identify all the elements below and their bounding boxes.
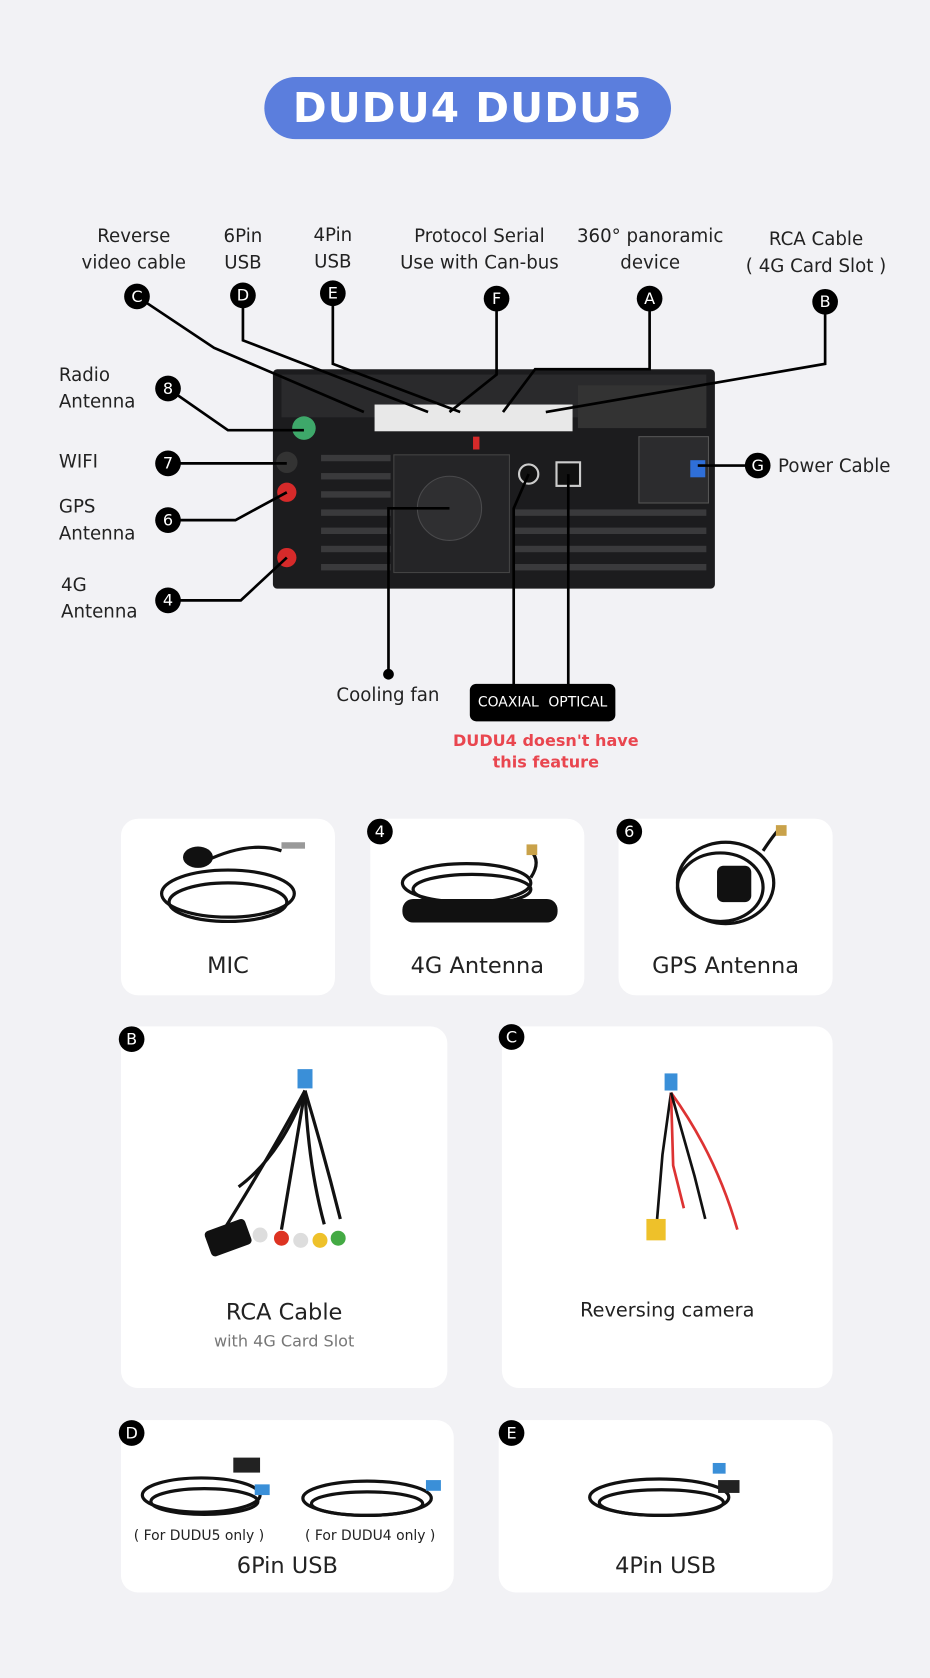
6pin-usb-image (140, 1457, 441, 1518)
label-line: GPS (58, 496, 96, 518)
label-line: 6Pin (223, 225, 263, 248)
label-line: Antenna (58, 391, 136, 414)
label-line: Reverse (97, 225, 171, 248)
audio-output-box: COAXIAL OPTICAL (469, 683, 616, 722)
4pin-usb-image (588, 1462, 740, 1518)
title-banner: DUDU4 DUDU5 (264, 77, 672, 140)
marker-b: B (812, 288, 838, 315)
label-line: 4Pin (313, 224, 353, 247)
card-6pin-usb: ( For DUDU5 only ) ( For DUDU4 only ) 6P… (120, 1420, 454, 1593)
marker-8: 8 (155, 375, 181, 402)
label-rca-cable: RCA Cable ( 4G Card Slot ) (738, 227, 893, 281)
card-rca-cable: RCA Cable with 4G Card Slot (120, 1026, 448, 1389)
mic-image (159, 842, 306, 924)
card-reversing-camera: Reversing camera (501, 1026, 833, 1389)
note-dudu5-only: ( For DUDU5 only ) (133, 1528, 265, 1545)
card-mic: MIC (120, 818, 335, 996)
card-4pin-usb: 4Pin USB (498, 1420, 833, 1593)
label-line: video cable (81, 252, 186, 274)
marker-7: 7 (155, 450, 181, 477)
marker-d: D (230, 282, 256, 309)
card-title: RCA Cable (225, 1299, 343, 1325)
label-4g-antenna: 4G Antenna (61, 573, 138, 627)
label-line: ( 4G Card Slot ) (745, 255, 887, 278)
label-line: USB (224, 252, 262, 274)
marker-e: E (498, 1420, 525, 1446)
marker-f: F (483, 285, 510, 312)
label-line: 4G (61, 574, 87, 597)
card-4g-antenna: 4G Antenna (370, 818, 585, 996)
warning-line: this feature (492, 752, 599, 772)
marker-4: 4 (155, 587, 181, 614)
label-line: Radio (58, 364, 110, 387)
coaxial-label: COAXIAL (477, 694, 539, 711)
warning-line: DUDU4 doesn't have (452, 730, 639, 751)
label-line: 360° panoramic (576, 225, 724, 248)
optical-label: OPTICAL (548, 694, 608, 711)
marker-6: 6 (616, 818, 643, 845)
4g-antenna-image (400, 844, 558, 923)
marker-c: C (498, 1024, 525, 1050)
marker-6: 6 (155, 507, 181, 533)
label-line: Protocol Serial (414, 225, 545, 248)
label-line: device (620, 252, 681, 274)
label-line: Antenna (61, 601, 138, 623)
card-subtitle: with 4G Card Slot (213, 1331, 355, 1351)
label-power-cable: Power Cable (778, 455, 891, 478)
label-reverse-video-cable: Reverse video cable (64, 224, 203, 278)
marker-4: 4 (367, 818, 393, 845)
card-title: MIC (207, 952, 249, 979)
card-title: 6Pin USB (236, 1552, 338, 1579)
note-dudu4-only: ( For DUDU4 only ) (305, 1528, 436, 1545)
card-title: 4G Antenna (410, 952, 544, 979)
connection-diagram (136, 294, 827, 685)
marker-g: G (744, 452, 771, 479)
marker-a: A (636, 285, 663, 312)
label-wifi: WIFI (59, 449, 98, 476)
gps-antenna-image (675, 825, 787, 926)
card-title: 4Pin USB (615, 1552, 717, 1579)
camera-cable-image (646, 1073, 739, 1241)
label-gps-antenna: GPS Antenna (59, 494, 136, 548)
label-line: WIFI (58, 451, 99, 474)
marker-d: D (118, 1420, 145, 1446)
label-cooling-fan: Cooling fan (336, 684, 440, 707)
label-line: Use with Can-bus (400, 252, 559, 274)
marker-c: C (124, 283, 150, 310)
label-line: RCA Cable (768, 229, 864, 251)
card-title: Reversing camera (580, 1299, 755, 1322)
label-line: USB (314, 251, 352, 273)
marker-e: E (319, 280, 346, 307)
rca-cable-image (204, 1069, 346, 1257)
label-360-panoramic: 360° panoramic device (567, 224, 733, 278)
marker-b: B (118, 1026, 145, 1053)
card-title: GPS Antenna (652, 952, 800, 979)
card-gps-antenna: GPS Antenna (618, 818, 833, 996)
label-line: Antenna (58, 523, 136, 545)
